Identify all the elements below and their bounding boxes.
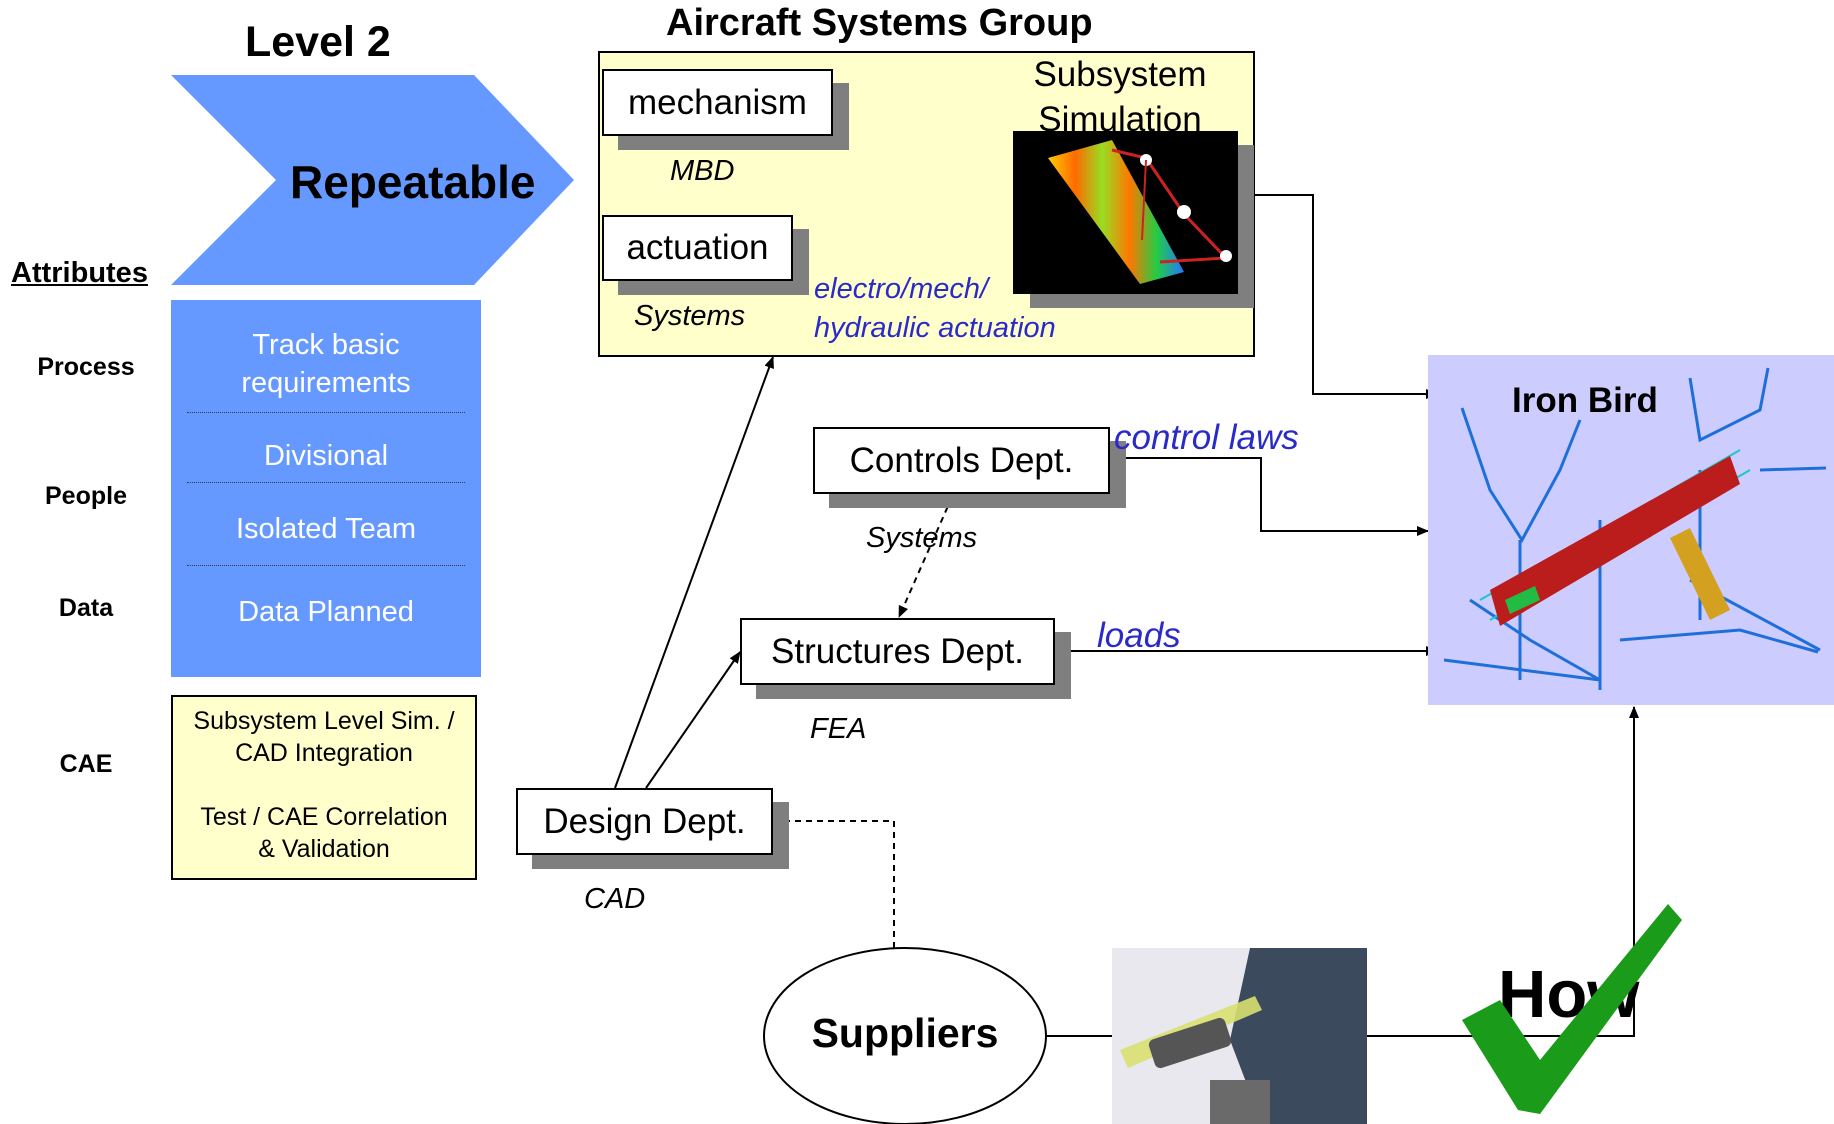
controls-dept-label: Controls Dept.: [849, 440, 1074, 480]
controls-systems-label: Systems: [866, 522, 978, 554]
actuation-label: actuation: [626, 228, 769, 267]
attribute-data: Data Planned: [238, 596, 414, 628]
row-label-process: Process: [37, 353, 135, 381]
cae-line: Test / CAE Correlation: [200, 803, 448, 831]
attribute-people-1: Divisional: [263, 440, 389, 472]
cae-line: Subsystem Level Sim. /: [193, 707, 455, 735]
attributes-heading: Attributes: [11, 257, 148, 289]
design-to-structures-connector: [645, 651, 741, 789]
cad-label: CAD: [584, 883, 646, 915]
photo-to-iron-bird-connector: [1367, 706, 1639, 1037]
attribute-divider: [187, 565, 465, 566]
design-dept-box: Design Dept.: [516, 788, 773, 855]
mechanism-box: mechanism: [602, 69, 833, 136]
actuation-annotation: electro/mech/ hydraulic actuation: [814, 270, 1056, 348]
mechanism-label: mechanism: [628, 82, 807, 122]
attribute-process: Track basic requirements: [241, 329, 411, 399]
actuation-annotation-line: hydraulic actuation: [814, 312, 1056, 344]
attribute-divider: [187, 412, 465, 413]
mbd-label: MBD: [670, 155, 735, 187]
cae-line: CAD Integration: [235, 739, 413, 767]
suppliers-label: Suppliers: [811, 1010, 999, 1056]
subsystem-line: Subsystem: [1033, 55, 1207, 94]
design-dept-label: Design Dept.: [543, 801, 746, 841]
actuation-annotation-line: electro/mech/: [814, 273, 989, 305]
group-title: Aircraft Systems Group: [666, 2, 1093, 44]
fea-label: FEA: [810, 713, 867, 745]
row-label-cae: CAE: [59, 750, 113, 778]
attribute-people-2: Isolated Team: [235, 513, 417, 545]
controls-to-iron-bird-connector: [1110, 457, 1429, 536]
iron-bird-label: Iron Bird: [1512, 381, 1658, 420]
structures-dept-label: Structures Dept.: [771, 631, 1024, 671]
suppliers-to-design-dashed-connector: [775, 816, 895, 948]
row-label-people: People: [45, 482, 127, 510]
cae-box: Subsystem Level Sim. / CAD Integration T…: [171, 695, 477, 880]
simulation-to-iron-bird-connector: [1254, 194, 1438, 399]
control-laws-label: control laws: [1114, 418, 1299, 457]
actuation-box: actuation: [602, 215, 793, 281]
attributes-panel: Track basic requirements Divisional Isol…: [171, 300, 481, 677]
structures-dept-box: Structures Dept.: [740, 618, 1055, 685]
cae-line: & Validation: [258, 835, 390, 863]
repeatable-label: Repeatable: [290, 156, 536, 208]
design-to-group-connector: [614, 356, 774, 789]
level-heading: Level 2: [245, 18, 391, 66]
row-label-data: Data: [58, 594, 114, 622]
controls-dept-box: Controls Dept.: [813, 427, 1110, 494]
loads-label: loads: [1097, 616, 1181, 655]
attribute-divider: [187, 482, 465, 483]
systems-label: Systems: [634, 300, 746, 332]
